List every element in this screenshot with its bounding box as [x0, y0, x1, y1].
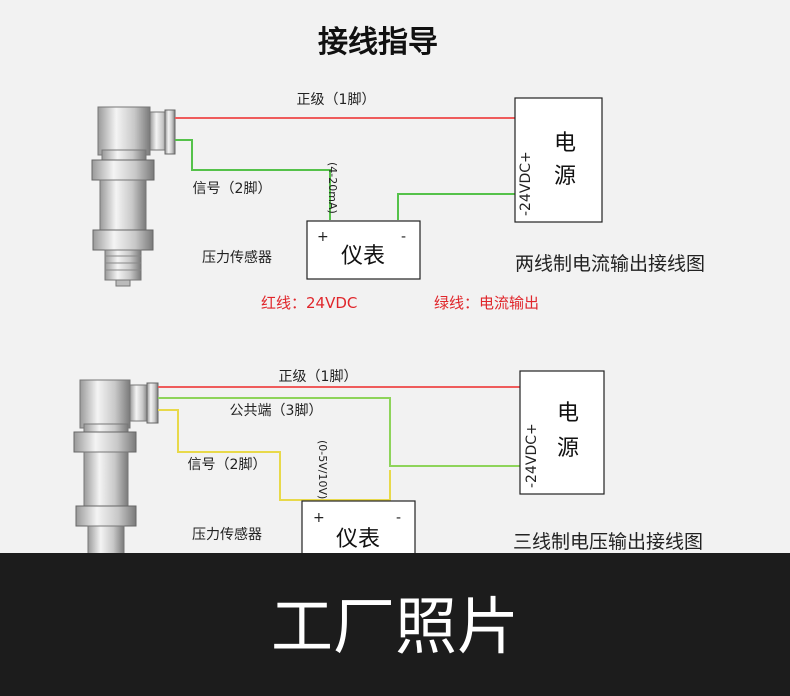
power-label-top-2: 电 [557, 401, 579, 426]
power-label-top-1: 电 [554, 131, 576, 156]
wire-label-positive-1: 正级（1脚） [297, 92, 376, 108]
green-wire-return-1 [397, 193, 515, 220]
meter-minus-1: - [401, 229, 406, 245]
three-wire-diagram: 正级（1脚） 公共端（3脚） 信号（2脚） (0-5V/10V) 压力传感器 仪… [73, 369, 703, 562]
meter-label-2: 仪表 [336, 527, 380, 552]
pressure-sensor-image-2 [73, 379, 159, 557]
green-wire-common-2 [158, 397, 520, 467]
signal-range-label-1: (4-20mA) [326, 162, 339, 214]
wire-label-signal-2: 信号（2脚） [188, 457, 267, 473]
green-wire-signal-1 [175, 139, 331, 220]
caption-2: 三线制电压输出接线图 [513, 531, 703, 553]
meter-label-1: 仪表 [341, 244, 385, 269]
note-green-wire: 绿线：电流输出 [434, 294, 539, 312]
page-title: 接线指导 [318, 25, 438, 60]
power-label-bottom-1: 源 [554, 164, 576, 189]
power-box-2: -24VDC+ 电 源 [519, 370, 605, 495]
power-box-1: -24VDC+ 电 源 [514, 97, 603, 223]
meter-plus-1: + [317, 229, 329, 245]
wire-label-common-2: 公共端（3脚） [230, 403, 323, 419]
meter-plus-2: + [313, 510, 325, 526]
yellow-wire-signal-2 [158, 409, 391, 501]
banner-title: 工厂照片 [271, 590, 519, 663]
caption-1: 两线制电流输出接线图 [515, 253, 705, 275]
sensor-label-2: 压力传感器 [192, 526, 262, 543]
power-label-bottom-2: 源 [557, 436, 579, 461]
two-wire-diagram: 正级（1脚） 信号（2脚） (4-20mA) 压力传感器 仪表 + - -24V… [91, 92, 705, 312]
power-voltage-2: -24VDC+ [524, 423, 540, 488]
wire-label-signal-1: 信号（2脚） [193, 181, 272, 197]
note-red-wire: 红线：24VDC [261, 294, 357, 312]
pressure-sensor-image-1 [91, 106, 176, 287]
banner-background [0, 553, 790, 696]
sensor-label-1: 压力传感器 [202, 249, 272, 266]
wire-label-positive-2: 正级（1脚） [279, 369, 358, 385]
meter-box-2: 仪表 + - [301, 500, 416, 562]
power-voltage-1: -24VDC+ [518, 151, 534, 216]
signal-range-label-2: (0-5V/10V) [316, 440, 329, 499]
meter-box-1: 仪表 + - [306, 220, 421, 280]
meter-minus-2: - [396, 510, 401, 526]
